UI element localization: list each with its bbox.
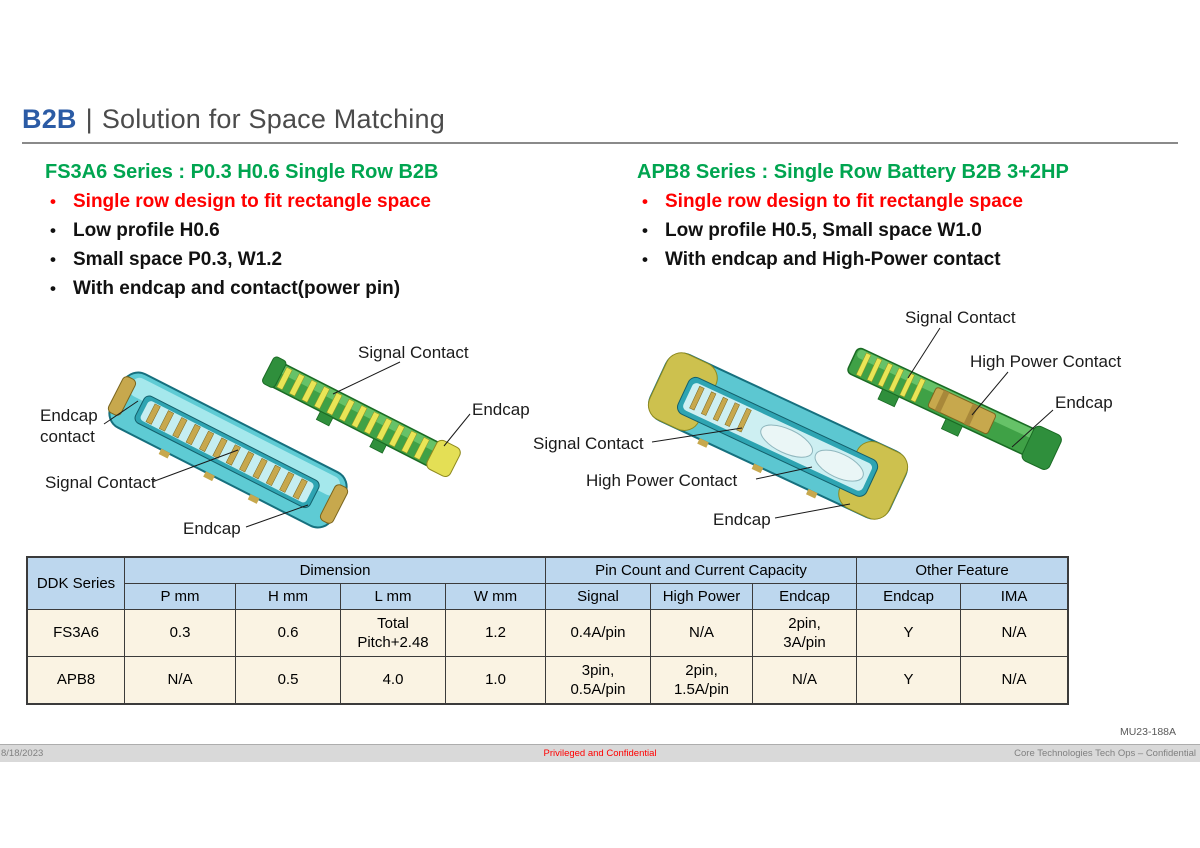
title-separator: | — [85, 104, 93, 134]
footer-org-label: Core Technologies Tech Ops – Confidentia… — [1014, 748, 1196, 759]
cell: 3pin, 0.5A/pin — [545, 656, 651, 704]
cell: 0.4A/pin — [545, 609, 651, 657]
callout-signal-contact-left: Signal Contact — [45, 473, 156, 492]
section-apb8-bullets: Single row design to fit rectangle space… — [637, 191, 1187, 271]
apb8-plug-illustration — [847, 347, 1062, 470]
fs3a6-plug-illustration — [262, 356, 461, 478]
document-number: MU23-188A — [1119, 726, 1176, 738]
cell: N/A — [650, 609, 753, 657]
col-header-p-mm: P mm — [124, 583, 236, 610]
footer-date: 8/18/2023 — [1, 748, 44, 759]
callout-high-power-left: High Power Contact — [586, 471, 738, 490]
col-header-signal: Signal — [545, 583, 651, 610]
cell: 2pin, 1.5A/pin — [650, 656, 753, 704]
section-apb8-heading: APB8 Series : Single Row Battery B2B 3+2… — [637, 161, 1069, 183]
col-group-dimension: Dimension — [124, 557, 546, 584]
col-group-other-feature: Other Feature — [856, 557, 1069, 584]
cell-series: FS3A6 — [27, 609, 125, 657]
table-row-apb8: APB8 N/A 0.5 4.0 1.0 3pin, 0.5A/pin 2pin… — [27, 656, 1069, 704]
col-header-h-mm: H mm — [235, 583, 341, 610]
title-divider — [22, 142, 1178, 144]
col-header-l-mm: L mm — [340, 583, 446, 610]
bullet: Low profile H0.5, Small space W1.0 — [637, 220, 1187, 242]
section-fs3a6: FS3A6 Series : P0.3 H0.6 Single Row B2B … — [45, 160, 625, 300]
table-header-row-groups: DDK Series Dimension Pin Count and Curre… — [27, 557, 1069, 610]
bullet: With endcap and contact(power pin) — [45, 278, 625, 300]
callout-signal-contact-top-right: Signal Contact — [905, 308, 1016, 327]
callout-endcap-right-right: Endcap — [1055, 393, 1113, 412]
apb8-socket-illustration — [647, 352, 909, 520]
col-header-high-power: High Power — [650, 583, 753, 610]
connector-illustration — [103, 327, 1062, 529]
cell: 2pin, 3A/pin — [751, 609, 858, 657]
section-fs3a6-heading: FS3A6 Series : P0.3 H0.6 Single Row B2B — [45, 161, 439, 183]
leader-lines — [103, 327, 1054, 528]
callout-signal-contact-top-left: Signal Contact — [358, 343, 469, 362]
callout-signal-contact-left-right: Signal Contact — [533, 434, 644, 453]
fs3a6-socket-illustration — [107, 371, 349, 529]
cell: Total Pitch+2.48 — [340, 609, 446, 657]
cell: 0.6 — [235, 609, 341, 657]
page-title: B2B | Solution for Space Matching — [22, 104, 445, 135]
cell: N/A — [124, 656, 236, 704]
title-text: Solution for Space Matching — [101, 104, 445, 134]
table-header-row-subcolumns: P mm H mm L mm W mm Signal High Power En… — [28, 583, 1069, 610]
cell: N/A — [751, 656, 858, 704]
footer-bar: 8/18/2023 Privileged and Confidential Co… — [0, 744, 1200, 762]
bullet: With endcap and High-Power contact — [637, 249, 1187, 271]
spec-table: DDK Series Dimension Pin Count and Curre… — [25, 556, 1070, 705]
cell: 1.2 — [445, 609, 546, 657]
cell: Y — [856, 656, 962, 704]
cell: 0.5 — [235, 656, 341, 704]
section-fs3a6-bullets: Single row design to fit rectangle space… — [45, 191, 625, 300]
footer-confidential-notice: Privileged and Confidential — [543, 748, 657, 759]
cell-series: APB8 — [27, 656, 125, 704]
table-row-fs3a6: FS3A6 0.3 0.6 Total Pitch+2.48 1.2 0.4A/… — [27, 609, 1069, 657]
col-header-ddk-series: DDK Series — [27, 557, 125, 610]
bullet: Single row design to fit rectangle space — [45, 191, 625, 213]
callout-endcap-bottom-left: Endcap — [183, 519, 241, 538]
connector-diagrams: Signal Contact Endcap Endcap contact Sig… — [0, 298, 1200, 558]
bullet: Low profile H0.6 — [45, 220, 625, 242]
callout-endcap-right-left: Endcap — [472, 400, 530, 419]
col-header-endcap-feature: Endcap — [856, 583, 962, 610]
callout-high-power-top: High Power Contact — [970, 352, 1122, 371]
cell: 1.0 — [445, 656, 546, 704]
col-header-endcap-pin: Endcap — [751, 583, 858, 610]
cell: N/A — [960, 656, 1069, 704]
col-header-w-mm: W mm — [445, 583, 546, 610]
col-header-ima: IMA — [960, 583, 1069, 610]
bullet: Single row design to fit rectangle space — [637, 191, 1187, 213]
cell: N/A — [960, 609, 1069, 657]
bullet: Small space P0.3, W1.2 — [45, 249, 625, 271]
section-apb8: APB8 Series : Single Row Battery B2B 3+2… — [637, 160, 1187, 271]
title-brand: B2B — [22, 104, 77, 134]
callout-endcap-contact: Endcap contact — [40, 406, 98, 447]
cell: 4.0 — [340, 656, 446, 704]
callout-endcap-bottom-right: Endcap — [713, 510, 771, 529]
cell: 0.3 — [124, 609, 236, 657]
col-group-pin-count: Pin Count and Current Capacity — [544, 557, 858, 584]
cell: Y — [856, 609, 962, 657]
